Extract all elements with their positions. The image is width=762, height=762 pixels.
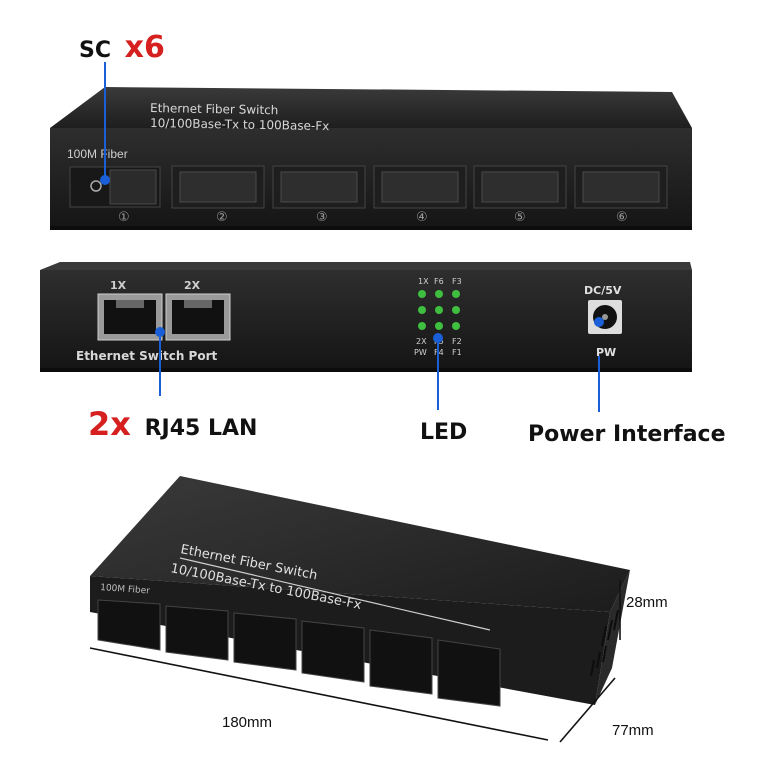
rj45-count: 2x [88,405,131,443]
led-label-pw: PW [414,348,427,357]
port-number-2: ② [216,210,228,225]
led-label-f6: F6 [434,277,444,286]
sc-callout: SC x6 [79,30,165,65]
iso-fiber-label: 100M Fiber [100,583,151,596]
port-2x-label: 2X [184,279,201,292]
switch-port-label: Ethernet Switch Port [76,349,217,363]
front-view: Ethernet Fiber Switch 10/100Base-Tx to 1… [50,87,692,230]
sc-port-2 [171,165,265,209]
front-fiber-label: 100M Fiber [67,147,128,161]
led-label-f3: F3 [452,277,462,286]
dc-jack [588,300,622,334]
port-number-4: ④ [416,210,428,225]
callout-lines [100,62,604,412]
port-number-6: ⑥ [616,210,628,225]
sc-count: x6 [124,30,165,65]
dimension-depth: 77mm [612,722,654,739]
rj45-port-2 [165,293,231,341]
dc-label: DC/5V [584,284,622,297]
port-number-1: ① [118,210,130,225]
dimension-height: 28mm [626,594,668,611]
sc-port-6 [574,165,668,209]
front-top-text-2: 10/100Base-Tx to 100Base-Fx [150,116,329,133]
rj45-port-1 [97,293,163,341]
led-callout: LED [420,420,468,445]
port-1x-label: 1X [110,279,127,292]
iso-top-divider [179,557,491,631]
power-callout: Power Interface [528,422,726,447]
iso-sc-ports [97,599,501,707]
rj45-callout: 2x RJ45 LAN [88,405,257,443]
port-number-5: ⑤ [514,210,526,225]
led-label-f2: F2 [452,337,462,346]
back-view: 1X 2X Ethernet Switch Port 1X F6 F3 2X F… [40,262,692,372]
sc-port-5 [473,165,567,209]
vent-slots [590,609,619,677]
led-grid [418,290,460,330]
led-label-1x: 1X [418,277,429,286]
pw-label: PW [596,346,616,359]
dimension-lines [89,580,621,743]
led-label-f1: F1 [452,348,462,357]
front-top-text-1: Ethernet Fiber Switch [150,101,279,117]
rj45-label: RJ45 LAN [144,416,258,441]
sc-port-4 [373,165,467,209]
sc-port-1 [69,166,161,208]
led-label-2x: 2X [416,337,427,346]
dimension-width: 180mm [222,714,273,731]
iso-view: Ethernet Fiber Switch 10/100Base-Tx to 1… [90,476,630,707]
sc-label: SC [79,38,111,63]
port-number-3: ③ [316,210,328,225]
sc-port-3 [272,165,366,209]
